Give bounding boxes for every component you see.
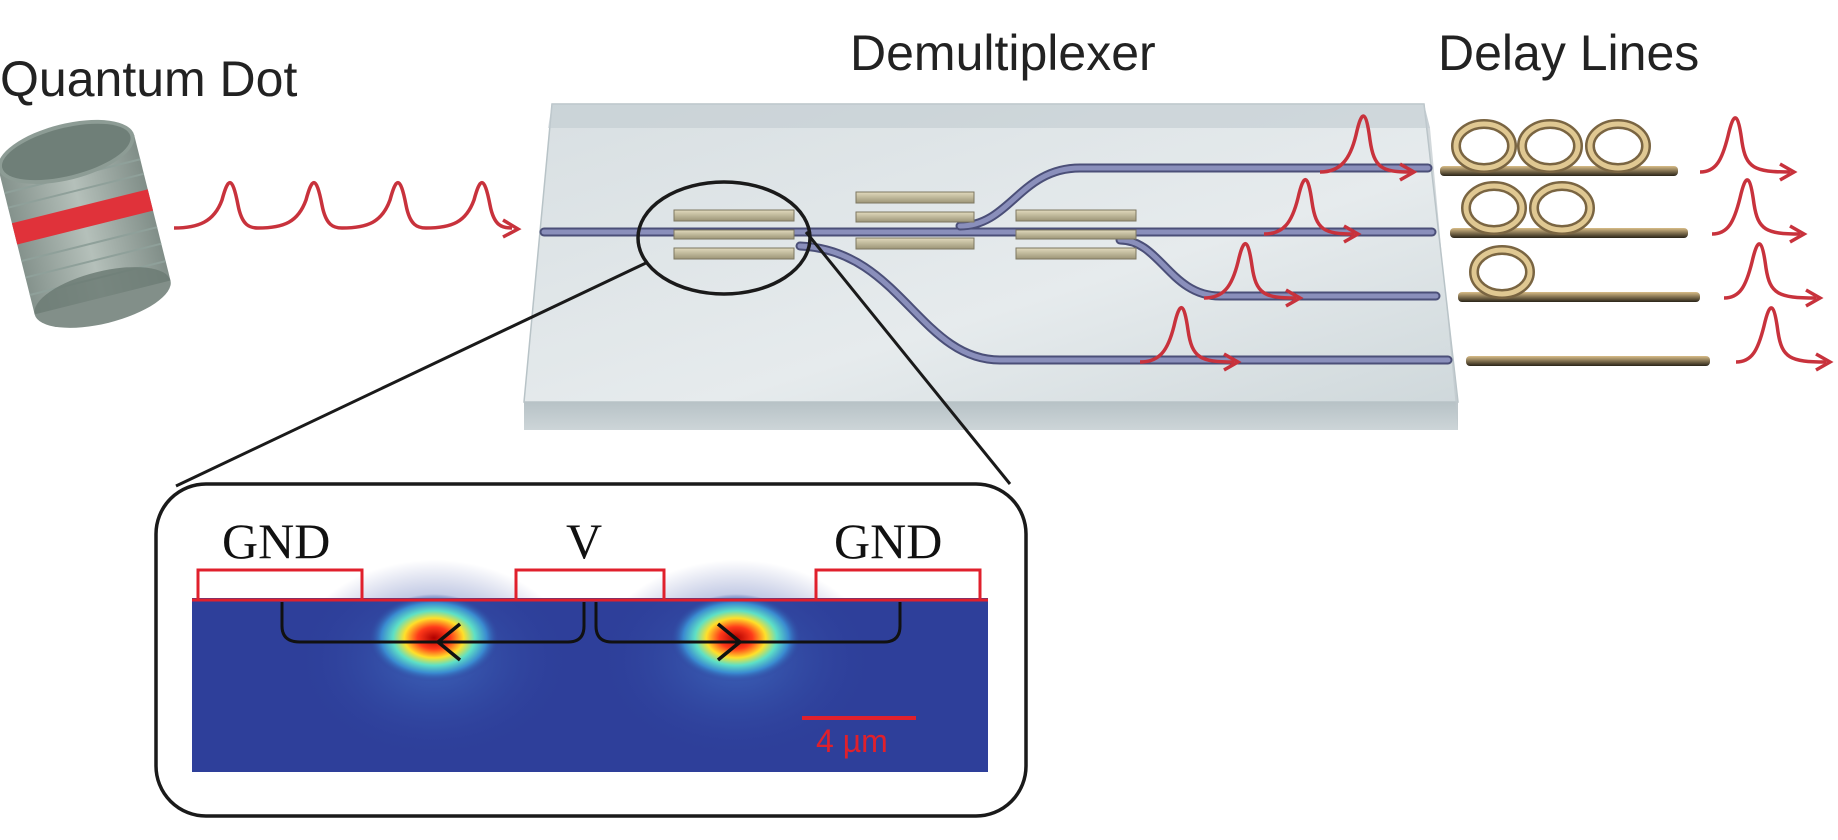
delayed-pulse-4	[1735, 306, 1827, 364]
field-line-right	[594, 602, 902, 644]
quantum-dot-label: Quantum Dot	[0, 51, 297, 107]
mode-left	[368, 594, 500, 682]
delayed-output-pulses	[1699, 116, 1834, 372]
input-pulse-train	[173, 180, 513, 230]
delayed-pulse-3	[1723, 242, 1817, 300]
field-arrow-right	[716, 622, 743, 662]
demultiplexer-chip	[523, 103, 1459, 430]
gnd-right-label: GND	[834, 513, 942, 569]
delay-lines	[1440, 119, 1710, 366]
demultiplexer-label: Demultiplexer	[850, 25, 1156, 81]
electrode-outline-left	[196, 568, 364, 602]
demux-pulse-4	[1139, 306, 1235, 364]
electrode-switch3-mid	[1015, 229, 1137, 240]
demux-pulse-3	[1203, 242, 1297, 300]
field-arrow-left	[435, 622, 462, 662]
mode-profile-inset: GND V GND 4 µm	[154, 482, 1028, 818]
electrode-switch2-bottom	[855, 237, 975, 250]
v-label: V	[566, 513, 602, 569]
electrode-switch3-bottom	[1015, 247, 1137, 260]
delay-lines-label: Delay Lines	[1438, 25, 1699, 81]
quantum-dot-pillar	[0, 119, 171, 328]
scale-bar-label: 4 µm	[816, 723, 888, 759]
demux-pulse-1	[1319, 114, 1411, 174]
electrode-outline-right	[814, 568, 982, 602]
delayed-pulse-1	[1699, 116, 1791, 174]
electrode-switch3-top	[1015, 209, 1137, 222]
demux-pulse-2	[1263, 178, 1355, 236]
electrode-switch2-top	[855, 191, 975, 204]
delay-rings	[1451, 119, 1651, 299]
electrode-switch1-mid	[673, 229, 795, 240]
switch-electrodes	[673, 191, 1137, 260]
electrode-switch1-bottom	[673, 247, 795, 260]
field-line-left	[280, 602, 586, 644]
delayed-pulse-2	[1711, 178, 1801, 236]
zoom-line-right	[804, 231, 1012, 485]
gnd-left-label: GND	[222, 513, 330, 569]
demux-output-pulses	[1139, 114, 1418, 372]
electrode-switch2-mid	[855, 211, 975, 223]
electrode-outline-center	[514, 568, 666, 602]
input-arrowhead	[502, 218, 522, 239]
electrode-switch1-top	[673, 209, 795, 222]
delay-line-4	[1466, 356, 1710, 366]
zoom-line-left	[175, 260, 649, 488]
